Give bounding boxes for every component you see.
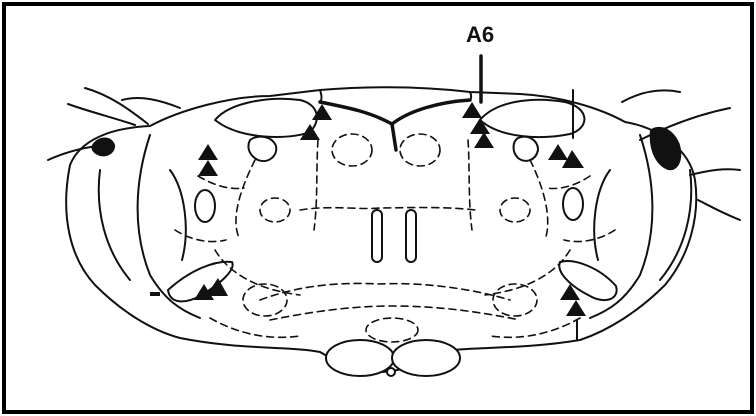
left-black-blob (91, 138, 115, 157)
right-black-blob (650, 127, 682, 170)
ventricle-floor (320, 100, 470, 124)
marker-a6 (462, 102, 482, 118)
marker-left-upper (198, 144, 218, 160)
a6-label: A6 (466, 22, 494, 48)
marker-right-upper (548, 144, 568, 160)
marker-ventral-right (560, 284, 580, 300)
